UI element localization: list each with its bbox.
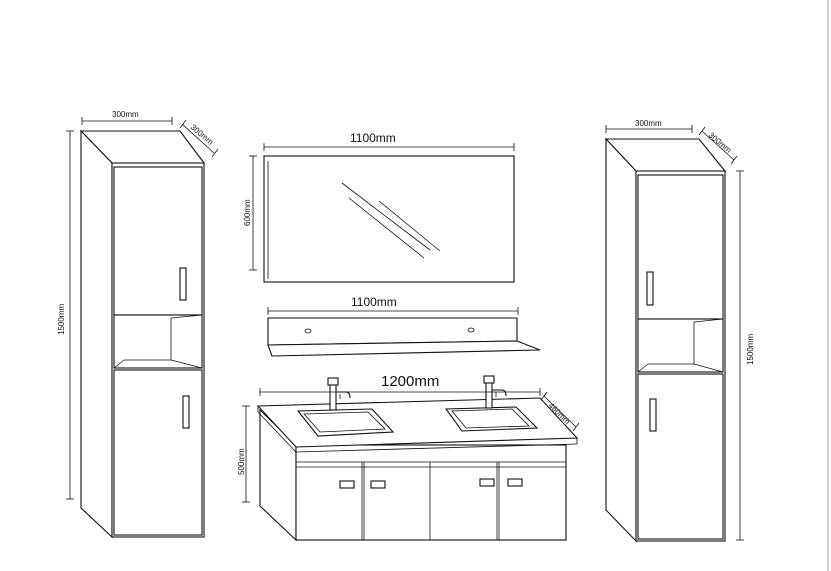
left-cabinet-lower-handle xyxy=(182,395,190,429)
vanity-front xyxy=(295,444,567,541)
right-cabinet-open-niche xyxy=(637,318,724,373)
mirror: 1100mm 600mm xyxy=(243,131,515,283)
left-cabinet-upper-door xyxy=(113,166,203,316)
right-cabinet-side xyxy=(605,137,637,543)
right-cabinet-lower-handle xyxy=(649,398,657,432)
vanity-right-basin xyxy=(444,406,539,432)
vanity-drawer-handle xyxy=(479,478,495,487)
vanity-width-label: 1200mm xyxy=(381,373,439,390)
right-cabinet-upper-handle xyxy=(646,271,654,306)
vanity-drawer-handle xyxy=(507,478,523,487)
mirror-reflection xyxy=(341,182,431,251)
faucet-icon xyxy=(483,375,507,409)
left-cabinet-open-niche xyxy=(113,314,203,369)
right-tall-cabinet: 300mm 300mm 1500mm xyxy=(604,119,755,543)
left-cabinet-depth-label: 300mm xyxy=(189,123,215,147)
right-cabinet-depth-label: 300mm xyxy=(707,131,733,155)
vanity-drawer-handle xyxy=(339,480,355,489)
left-tall-cabinet: 300mm 300mm 1500mm xyxy=(57,110,219,539)
shelf-mounting-hole xyxy=(304,328,312,334)
shelf-top xyxy=(267,340,541,357)
shelf-mounting-hole xyxy=(467,327,475,333)
right-cabinet-width-label: 300mm xyxy=(635,119,662,128)
shelf-width-label: 1100mm xyxy=(351,295,397,309)
vanity-left-basin xyxy=(296,408,395,437)
left-cabinet-upper-handle xyxy=(179,267,187,301)
vanity-height-label: 500mm xyxy=(237,448,246,475)
right-cabinet-height-label: 1500mm xyxy=(746,334,755,365)
mirror-width-label: 1100mm xyxy=(350,131,396,145)
left-cabinet-lower-door xyxy=(113,369,203,536)
vanity-drawer-handle xyxy=(370,480,386,489)
window-edge xyxy=(827,0,829,571)
glass-shelf: 1100mm xyxy=(267,295,541,357)
mirror-height-label: 600mm xyxy=(243,199,252,226)
left-cabinet-side xyxy=(80,129,113,539)
left-cabinet-width-label: 300mm xyxy=(112,110,139,119)
left-cabinet-height-label: 1500mm xyxy=(57,304,66,335)
double-vanity: 1200mm 460mm 500mm xyxy=(237,373,580,542)
